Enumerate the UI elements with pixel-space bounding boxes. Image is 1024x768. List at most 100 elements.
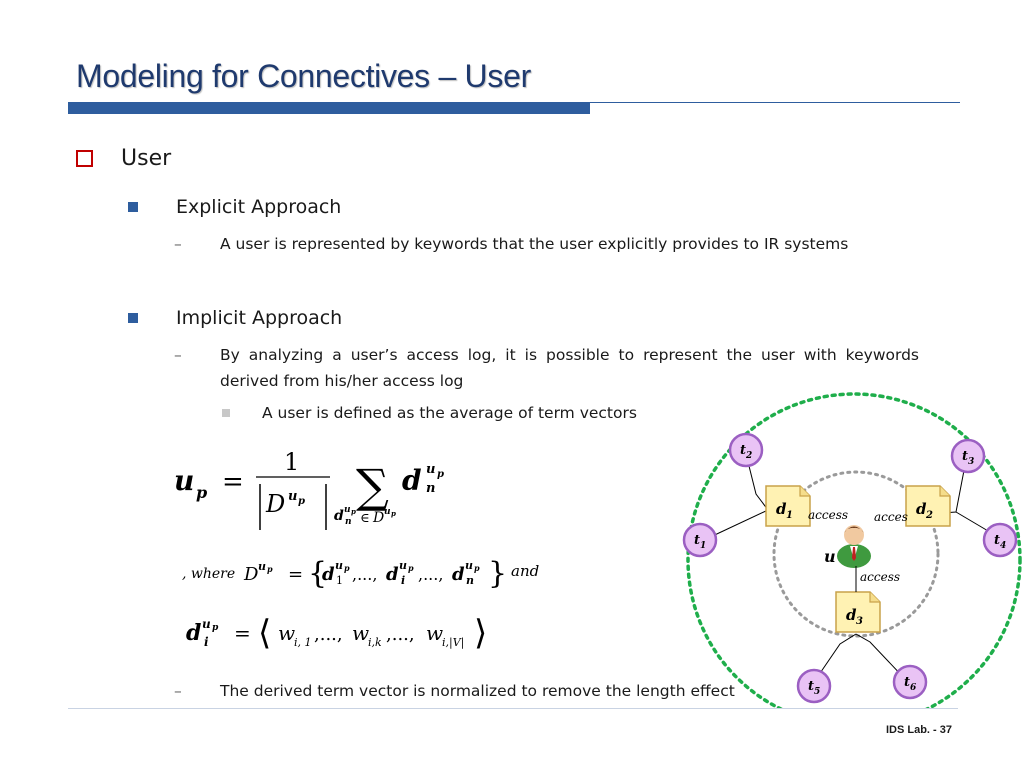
explicit-description: – A user is represented by keywords that… [174, 231, 919, 257]
doc-1-label: d [776, 500, 787, 518]
svg-text:,...,: ,..., [314, 624, 343, 645]
access-label-d1: access [808, 508, 848, 522]
term-node-t5: t 5 [796, 668, 832, 704]
document-icon: d 1 [765, 485, 811, 527]
dash-bullet-icon: – [174, 235, 182, 253]
bullet-user-label: User [121, 146, 172, 171]
svg-text:D: D [265, 490, 285, 518]
svg-text:i,|V|: i,|V| [442, 636, 464, 650]
svg-text:u: u [174, 464, 194, 497]
svg-text:p: p [212, 623, 219, 633]
bullet-user: User [76, 146, 171, 171]
svg-text:n: n [466, 574, 474, 587]
svg-text:,...,: ,..., [352, 565, 377, 584]
svg-text:n: n [426, 481, 435, 496]
svg-text:w: w [426, 621, 443, 645]
hollow-square-bullet-icon [76, 150, 93, 167]
doc-3-label: d [846, 606, 857, 624]
svg-text:u: u [344, 505, 351, 515]
doc-1-subscript: 1 [786, 510, 793, 521]
svg-text:p: p [351, 507, 356, 516]
svg-text:d: d [452, 564, 465, 585]
doc-3-subscript: 3 [856, 616, 863, 627]
normalization-note: – The derived term vector is normalized … [174, 678, 794, 704]
bullet-implicit-label: Implicit Approach [176, 307, 343, 329]
svg-text:,...,: ,..., [386, 624, 415, 645]
svg-text:u: u [399, 559, 407, 572]
normalization-note-text: The derived term vector is normalized to… [220, 682, 735, 700]
term-t5-subscript: 5 [814, 687, 820, 697]
svg-text:p: p [344, 563, 350, 573]
dash-bullet-icon: – [174, 682, 182, 700]
svg-text:⟩: ⟩ [474, 613, 487, 653]
term-t3-subscript: 3 [968, 457, 974, 467]
svg-text:u: u [258, 560, 266, 573]
term-t2-subscript: 2 [745, 451, 752, 461]
term-t6-label: t [904, 675, 910, 690]
equals-sign: = [222, 467, 244, 497]
title-underline-thin [590, 102, 960, 103]
svg-text:p: p [437, 469, 444, 480]
title-underline-thick [68, 102, 590, 114]
svg-text:d: d [186, 620, 201, 646]
and-label: and [511, 562, 539, 580]
svg-text:D: D [372, 510, 384, 526]
doc-2-label: d [916, 500, 927, 518]
fraction-numerator: 1 [284, 448, 299, 476]
svg-text:u: u [426, 462, 435, 477]
document-icon: d 3 [835, 591, 881, 633]
term-t3-label: t [962, 449, 968, 464]
user-access-diagram: d 1 d 2 d 3 u access acces access t 2 t … [682, 392, 1022, 708]
average-term-vectors-text: A user is defined as the average of term… [262, 404, 637, 422]
term-t4-label: t [994, 533, 1000, 548]
svg-text:i,k: i,k [368, 636, 382, 649]
access-label-d3: access [860, 570, 900, 584]
term-t1-label: t [694, 533, 700, 548]
doc-2-subscript: 2 [925, 510, 933, 521]
bullet-average-term-vectors: A user is defined as the average of term… [222, 404, 637, 422]
svg-text:p: p [267, 564, 273, 574]
svg-text:u: u [288, 489, 297, 504]
svg-text:i: i [401, 574, 405, 587]
svg-text:p: p [474, 563, 480, 573]
doc-set-formula: , where D u p = { d u p 1 ,..., d u p i … [182, 556, 539, 591]
svg-text:d: d [334, 508, 344, 524]
footer-divider [68, 708, 958, 709]
svg-text:w: w [352, 621, 369, 645]
square-bullet-icon [128, 202, 138, 212]
implicit-description-text: By analyzing a user’s access log, it is … [220, 346, 919, 390]
svg-text:u: u [465, 559, 473, 572]
svg-text:d: d [402, 464, 422, 497]
svg-text:n: n [345, 517, 352, 527]
svg-text:u: u [335, 559, 343, 572]
svg-text:∑: ∑ [356, 459, 389, 513]
user-label: u [824, 547, 836, 566]
svg-text:p: p [391, 509, 396, 518]
implicit-description: – By analyzing a user’s access log, it i… [174, 342, 919, 394]
svg-text:1: 1 [336, 574, 343, 587]
term-node-t6: t 6 [892, 664, 928, 700]
square-bullet-icon [128, 313, 138, 323]
svg-text:=: = [288, 564, 303, 585]
document-icon: d 2 [905, 485, 951, 527]
doc-vector-formula: d u p i = ⟨ w i, 1 ,..., w i,k ,..., w i… [186, 613, 487, 653]
svg-text:i: i [204, 635, 209, 649]
svg-text:u: u [384, 507, 391, 517]
svg-text:∈: ∈ [360, 511, 370, 526]
svg-text:D: D [243, 564, 259, 585]
term-t6-subscript: 6 [910, 683, 917, 693]
slide-footer: IDS Lab. - 37 [885, 724, 952, 736]
term-node-t4: t 4 [982, 522, 1018, 558]
explicit-description-text: A user is represented by keywords that t… [220, 235, 849, 253]
term-t1-subscript: 1 [700, 541, 706, 551]
small-square-bullet-icon [222, 409, 230, 417]
svg-text:,...,: ,..., [418, 565, 443, 584]
dash-bullet-icon: – [174, 346, 182, 364]
term-t5-label: t [808, 679, 814, 694]
svg-text:}: } [488, 556, 507, 591]
bullet-explicit-label: Explicit Approach [176, 196, 342, 218]
inner-doc-ring [772, 470, 940, 638]
svg-text:p: p [196, 483, 207, 502]
outer-term-ring [686, 392, 1022, 708]
svg-text:p: p [298, 496, 305, 507]
